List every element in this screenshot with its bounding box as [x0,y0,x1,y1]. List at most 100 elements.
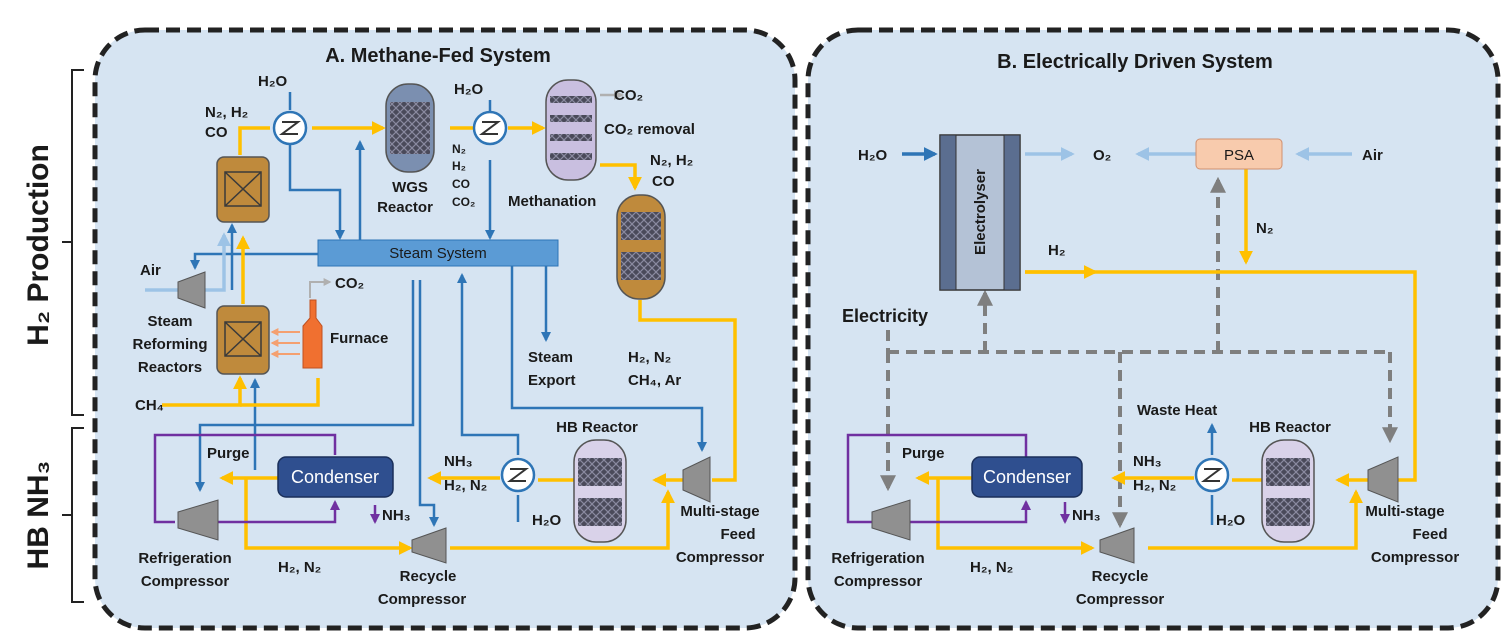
b-purge: Purge [902,445,945,462]
refrigeration-compressor-b [871,499,911,541]
a-gas-co2: CO₂ [452,195,475,209]
a-recycle-1: Recycle [400,568,457,585]
b-psa: PSA [1224,147,1254,164]
heat-exchanger-hb-a [500,457,536,493]
refrigeration-compressor-a [177,499,219,541]
primary-reformer [216,305,270,375]
a-syngas-2: CH₄, Ar [628,372,681,389]
side-brackets [62,69,84,603]
a-n2-h2-right: N₂, H₂ [650,152,693,169]
recycle-compressor-a [411,527,447,564]
a-wgs-h2o: H₂O [454,81,483,98]
a-refrig-2: Compressor [141,573,230,590]
a-steam-reforming-1: Steam [147,313,192,330]
panel-b-water-lines [902,147,1352,525]
b-msfc-2: Feed [1412,526,1447,543]
furnace-icon [302,299,323,369]
a-air: Air [140,262,161,279]
recycle-compressor-b [1099,527,1135,564]
a-nh3-in: NH₃ [444,453,473,470]
b-refrig-1: Refrigeration [831,550,924,567]
a-recycle-2: Compressor [378,591,467,608]
a-steam-system: Steam System [389,245,487,262]
a-refrig-1: Refrigeration [138,550,231,567]
condenser-b [971,456,1083,498]
side-label-hb-nh3: HB NH₃ [22,461,55,570]
a-steam-reforming-3: Reactors [138,359,202,376]
b-n2: N₂ [1256,220,1274,237]
a-hb-h2o: H₂O [532,512,561,529]
a-steam-export-2: Export [528,372,576,389]
panel-a-purge-lines [153,433,380,524]
panel-b-electric-lines [880,176,1398,529]
heat-exchanger-hb-b [1194,457,1230,493]
panel-a-air-lines [145,223,237,292]
a-furnace-co2: CO₂ [335,275,364,292]
b-recycle-gas: H₂, N₂ [970,559,1013,576]
a-condenser: Condenser [291,467,379,487]
panel-b-title: B. Electrically Driven System [997,51,1273,73]
multistage-compressor-b [1367,456,1399,503]
b-nh3-in: NH₃ [1133,453,1162,470]
a-gas-h2: H₂ [452,159,466,173]
b-electrolyser: Electrolyser [972,169,989,255]
b-hb-h2o: H₂O [1216,512,1245,529]
b-h2: H₂ [1048,242,1066,259]
a-co2-vent: CO₂ [614,87,643,104]
a-purge: Purge [207,445,250,462]
b-recycle-2: Compressor [1076,591,1165,608]
a-methanation: Methanation [508,193,596,210]
b-air: Air [1362,147,1383,164]
hb-reactor-b [1261,439,1315,543]
b-o2: O₂ [1093,147,1111,164]
electrolyser-unit [939,134,1021,291]
panel-a-steam-lines [190,92,707,527]
a-furnace: Furnace [330,330,388,347]
b-msfc-1: Multi-stage [1365,503,1444,520]
panel-b [805,27,1501,631]
condenser-a [277,456,394,498]
a-co: CO [205,124,228,141]
b-electricity: Electricity [842,306,928,326]
panel-b-process-lines [915,168,1417,555]
steam-system-block [317,239,559,267]
co2-removal-column [545,79,597,181]
multistage-compressor-a [682,456,711,503]
a-h2-n2-in: H₂, N₂ [444,477,487,494]
methanation-reactor [616,194,666,300]
a-gas-n2: N₂ [452,142,466,156]
a-nh3-out: NH₃ [382,507,411,524]
heat-exchanger-1 [272,110,308,146]
furnace-heat-arrows [270,328,300,358]
a-steam-reforming-2: Reforming [133,336,208,353]
hb-reactor-a [573,439,627,543]
air-compressor [177,271,206,309]
a-h2o-top-left: H₂O [258,73,287,90]
b-h2o-in: H₂O [858,147,887,164]
panel-a-process-lines [162,121,737,555]
a-msfc-2: Feed [720,526,755,543]
b-h2-n2-in: H₂, N₂ [1133,477,1176,494]
b-waste-heat: Waste Heat [1137,402,1217,419]
b-msfc-3: Compressor [1371,549,1460,566]
side-label-h2-production: H₂ Production [22,144,55,346]
a-gas-co: CO [452,177,470,191]
a-ch4: CH₄ [135,397,164,414]
a-recycle-gas: H₂, N₂ [278,559,321,576]
a-wgs-label-2: Reactor [377,199,433,216]
psa-unit [1195,138,1283,170]
secondary-reformer [216,156,270,223]
a-co-right: CO [652,173,675,190]
a-msfc-1: Multi-stage [680,503,759,520]
a-steam-export-1: Steam [528,349,573,366]
a-syngas-1: H₂, N₂ [628,349,671,366]
b-nh3-out: NH₃ [1072,507,1101,524]
heat-exchanger-2 [472,110,508,146]
a-msfc-3: Compressor [676,549,765,566]
a-co2-removal: CO₂ removal [604,121,695,138]
wgs-reactor [385,83,435,173]
furnace-co2-arrow [309,278,332,298]
b-refrig-2: Compressor [834,573,923,590]
panel-a-title: A. Methane-Fed System [325,45,551,67]
